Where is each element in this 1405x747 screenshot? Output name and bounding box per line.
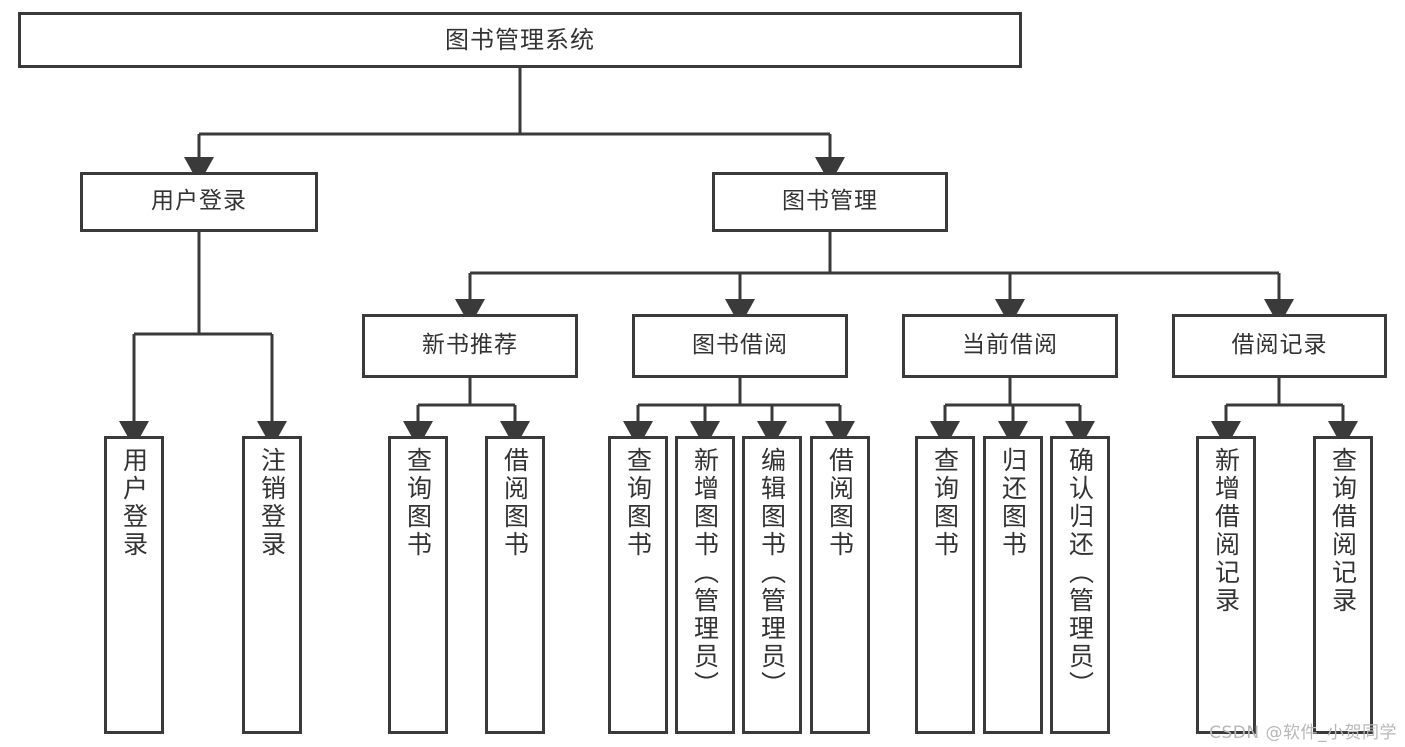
node-borrow-record[interactable]: 借阅记录 xyxy=(1172,314,1387,378)
watermark-text: CSDN @软件_小贺同学 xyxy=(1209,723,1397,743)
node-label: 注销登录 xyxy=(257,447,287,559)
node-label: 借阅图书 xyxy=(500,447,530,559)
node-label: 归还图书 xyxy=(998,447,1028,559)
node-label: 查询借阅记录 xyxy=(1328,447,1358,615)
node-leaf-user-login[interactable]: 用户登录 xyxy=(104,436,164,734)
node-leaf-add-borrow-record[interactable]: 新增借阅记录 xyxy=(1196,436,1256,734)
node-label: 新书推荐 xyxy=(422,332,518,359)
node-leaf-query-borrow-record[interactable]: 查询借阅记录 xyxy=(1313,436,1373,734)
node-book-borrow[interactable]: 图书借阅 xyxy=(632,314,848,378)
node-leaf-borrow-book-1[interactable]: 借阅图书 xyxy=(485,436,545,734)
node-current-borrow[interactable]: 当前借阅 xyxy=(902,314,1118,378)
node-label: 确认归还（管理员） xyxy=(1065,447,1095,699)
node-leaf-edit-book-admin[interactable]: 编辑图书（管理员） xyxy=(742,436,802,734)
node-leaf-borrow-book-2[interactable]: 借阅图书 xyxy=(810,436,870,734)
node-label: 新增借阅记录 xyxy=(1211,447,1241,615)
node-label: 借阅记录 xyxy=(1231,332,1328,359)
node-label: 当前借阅 xyxy=(962,332,1058,359)
node-leaf-confirm-return-admin[interactable]: 确认归还（管理员） xyxy=(1050,436,1110,734)
node-leaf-query-book-3[interactable]: 查询图书 xyxy=(915,436,975,734)
node-leaf-query-book-2[interactable]: 查询图书 xyxy=(608,436,668,734)
node-book-management[interactable]: 图书管理 xyxy=(712,172,948,232)
node-root-book-management-system[interactable]: 图书管理系统 xyxy=(18,12,1022,68)
node-label: 图书管理 xyxy=(782,188,878,215)
node-leaf-add-book-admin[interactable]: 新增图书（管理员） xyxy=(675,436,735,734)
node-new-book-recommend[interactable]: 新书推荐 xyxy=(362,314,578,378)
node-leaf-query-book-1[interactable]: 查询图书 xyxy=(388,436,448,734)
node-label: 查询图书 xyxy=(623,447,653,559)
node-label: 用户登录 xyxy=(151,188,247,215)
node-user-login[interactable]: 用户登录 xyxy=(80,172,318,232)
node-label: 图书管理系统 xyxy=(445,25,595,54)
node-label: 图书借阅 xyxy=(692,332,788,359)
node-label: 查询图书 xyxy=(930,447,960,559)
node-label: 借阅图书 xyxy=(825,447,855,559)
node-label: 用户登录 xyxy=(119,447,149,559)
node-label: 编辑图书（管理员） xyxy=(757,447,787,699)
node-leaf-logout-login[interactable]: 注销登录 xyxy=(242,436,302,734)
node-leaf-return-book[interactable]: 归还图书 xyxy=(983,436,1043,734)
node-label: 查询图书 xyxy=(403,447,433,559)
node-label: 新增图书（管理员） xyxy=(690,447,720,699)
